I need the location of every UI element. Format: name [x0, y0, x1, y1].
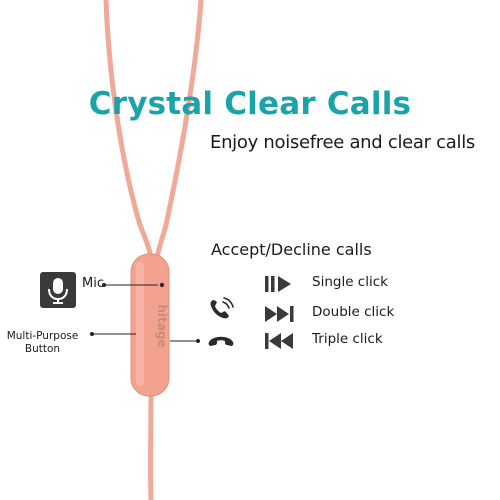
- rewind-icon: [265, 333, 293, 349]
- double-click-label: Double click: [312, 304, 395, 320]
- microphone-icon: [48, 278, 68, 304]
- phone-ringing-icon: [210, 297, 234, 319]
- triple-click-label: Triple click: [312, 331, 383, 347]
- remote-highlight: [136, 262, 144, 386]
- remote-brand-text: hitage: [155, 304, 169, 347]
- button-pointer-dot: [90, 332, 94, 336]
- mic-label: Mic: [82, 276, 104, 291]
- controls-pointer-dot: [196, 339, 200, 343]
- fast-forward-icon: [265, 306, 294, 322]
- headline-subtitle: Enjoy noisefree and clear calls: [210, 132, 475, 153]
- cable-right: [153, 0, 204, 265]
- controls-heading: Accept/Decline calls: [211, 240, 372, 259]
- single-click-label: Single click: [312, 274, 388, 290]
- cable-left: [103, 0, 155, 265]
- mic-tile: [40, 272, 76, 308]
- mic-pointer-dot: [102, 283, 106, 287]
- phone-hangup-icon: [208, 336, 234, 346]
- play-pause-icon: [265, 276, 291, 292]
- mic-hole: [159, 282, 165, 288]
- headline-title: Crystal Clear Calls: [88, 86, 412, 122]
- multi-purpose-label: Multi-Purpose Button: [6, 330, 79, 355]
